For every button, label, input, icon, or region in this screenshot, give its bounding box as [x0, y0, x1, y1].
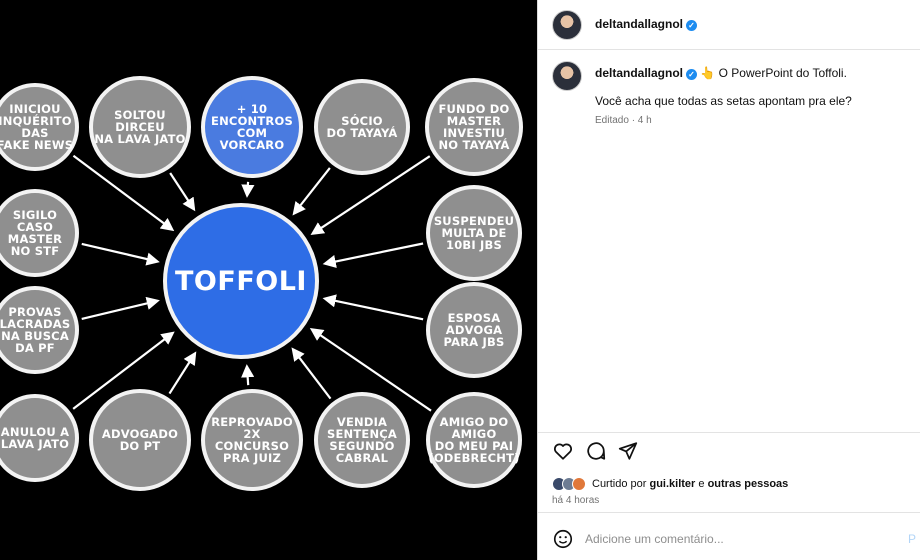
bubble-amigo: AMIGO DO AMIGO DO MEU PAI (ODEBRECHT) [426, 392, 522, 488]
bubble-dirceu: SOLTOU DIRCEU NA LAVA JATO [89, 76, 191, 178]
caption-avatar[interactable] [552, 61, 582, 91]
arrow-sigilo [81, 242, 160, 266]
likes-user[interactable]: gui.kilter [649, 478, 696, 490]
arrow-anulou [72, 331, 175, 410]
share-icon[interactable] [617, 440, 639, 462]
bubble-vendia: VENDIA SENTENÇA SEGUNDO CABRAL [314, 392, 410, 488]
arrow-fundo [310, 155, 431, 236]
arrows-layer [72, 154, 432, 412]
comment-divider [538, 512, 920, 513]
header-username[interactable]: deltandallagnol [595, 17, 684, 31]
liker-avatar[interactable] [572, 477, 586, 491]
bubble-provas: PROVAS LACRADAS NA BUSCA DA PF [0, 286, 79, 374]
header-avatar[interactable] [552, 10, 582, 40]
arrow-multa [322, 242, 424, 268]
caption-username[interactable]: deltandallagnol [595, 66, 684, 80]
bubble-reprovado: REPROVADO 2X CONCURSO PRA JUIZ [201, 389, 303, 491]
bubble-vorcaro: + 10 ENCONTROS COM VORCARO [201, 76, 303, 178]
bubble-multa: SUSPENDEU MULTA DE 10BI JBS [426, 185, 522, 281]
emoji-icon[interactable] [552, 528, 574, 550]
arrow-reprovado [241, 364, 255, 386]
post-panel: deltandallagnol✓ deltandallagnol✓ 👆 O Po… [537, 0, 920, 560]
arrow-socio [292, 167, 331, 216]
post-time[interactable]: há 4 horas [552, 495, 600, 506]
bubble-fundo: FUNDO DO MASTER INVESTIU NO TAYAYÁ [425, 78, 523, 176]
edited-meta: Editado · 4 h [595, 115, 652, 126]
bubble-sigilo: SIGILO CASO MASTER NO STF [0, 189, 79, 277]
header-username-row[interactable]: deltandallagnol✓ [595, 17, 698, 31]
verified-icon: ✓ [686, 20, 698, 31]
actions-divider [538, 432, 920, 433]
arrow-vorcaro [241, 181, 255, 198]
bubble-fake-news: INICIOU INQUÉRITO DAS FAKE NEWS [0, 83, 79, 171]
verified-icon: ✓ [686, 69, 698, 80]
likes-prefix: Curtido por [592, 478, 647, 490]
likes-and: e [698, 478, 705, 490]
post-comment-button[interactable]: P [908, 532, 917, 546]
header-divider [538, 49, 920, 50]
caption-question: Você acha que todas as setas apontam pra… [595, 94, 852, 108]
arrow-amigo [309, 327, 432, 412]
arrow-advogado [168, 351, 197, 395]
comment-icon[interactable] [585, 440, 607, 462]
likes-others[interactable]: outras pessoas [707, 478, 789, 490]
caption-text: 👆 O PowerPoint do Toffoli. [700, 66, 847, 80]
likes-row: Curtido por gui.kilter e outras pessoas [552, 477, 788, 491]
bubble-advogado: ADVOGADO DO PT [89, 389, 191, 491]
arrow-esposa [322, 294, 424, 321]
heart-icon[interactable] [552, 440, 574, 462]
comment-input[interactable]: Adicione um comentário... [585, 532, 724, 546]
arrow-fake-news [72, 154, 175, 232]
bubble-anulou: ANULOU A LAVA JATO [0, 394, 79, 482]
bubble-socio: SÓCIO DO TAYAYÁ [314, 79, 410, 175]
center-bubble: TOFFOLI [163, 203, 319, 359]
arrow-vendia [291, 347, 332, 400]
bubble-esposa: ESPOSA ADVOGA PARA JBS [426, 282, 522, 378]
arrow-provas [81, 296, 160, 320]
arrow-dirceu [169, 172, 196, 212]
caption-row: deltandallagnol✓ 👆 O PowerPoint do Toffo… [595, 66, 847, 80]
